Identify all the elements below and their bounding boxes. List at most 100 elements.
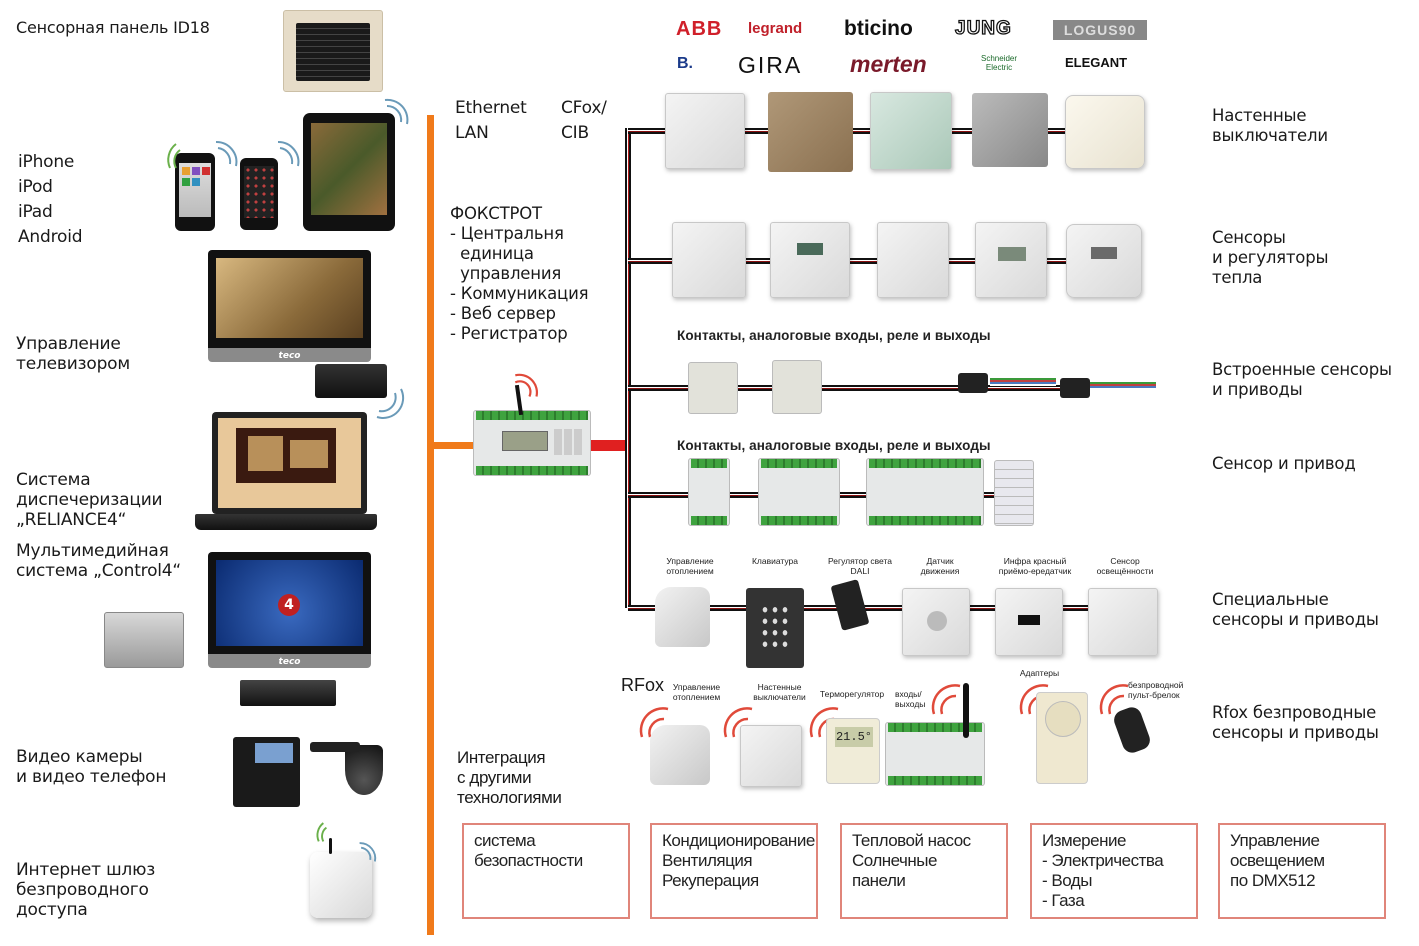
- ipad-image: [303, 113, 395, 231]
- laptop-base: [195, 514, 377, 530]
- label-ethernet: Ethernet LAN: [455, 98, 527, 143]
- wireless-gateway-image: [310, 852, 372, 918]
- rfox-io-antenna: [963, 683, 969, 738]
- special-label-light-sensor: Сенсор освещённости: [1096, 556, 1154, 576]
- wall-switch-1-image: [665, 93, 745, 169]
- set-top-box-image: [315, 364, 387, 398]
- label-mobile-devices: iPhone iPod iPad Android: [18, 152, 83, 247]
- controller-features: - Центральня единица управления - Коммун…: [450, 224, 589, 343]
- sensor-1-image: [672, 222, 746, 298]
- wall-switch-5-image: [1065, 95, 1145, 169]
- tv-image: teco: [208, 250, 371, 362]
- wireless-signal-icon: [376, 388, 405, 419]
- integration-dmx-lighting: Управление освещением по DMX512: [1218, 823, 1386, 919]
- label-internet-gateway: Интернет шлюз безпроводного доступа: [16, 860, 156, 920]
- wireless-signal-icon: [167, 143, 181, 169]
- motion-sensor-image: [902, 588, 970, 656]
- keypad-image: [746, 588, 804, 668]
- integration-security: система безопастности: [462, 823, 630, 919]
- din-module-4-image: [994, 460, 1034, 526]
- rfox-adapter-socket-image: [1036, 692, 1088, 784]
- rfox-label-heating: Управление отоплением: [672, 682, 721, 702]
- ethernet-link-controller: [434, 442, 474, 449]
- rfox-thermostat-image: 21.5°: [826, 718, 880, 784]
- wireless-signal-icon: [215, 140, 238, 167]
- thermostat-2-image: [975, 222, 1047, 298]
- media-player-image: [240, 680, 336, 706]
- category-special-sensors: Специальные сенсоры и приводы: [1212, 590, 1379, 629]
- rfox-heating-actuator-image: [650, 725, 710, 785]
- wall-switch-bus: [628, 128, 1078, 134]
- wireless-signal-icon: [384, 98, 409, 125]
- special-label-dali: Регулятор света DALI: [827, 556, 892, 576]
- category-rfox-sensors: Rfox безпроводные сенсоры и приводы: [1212, 703, 1379, 742]
- category-sensor-actuator: Сенсор и привод: [1212, 454, 1356, 473]
- foxtrot-controller-image: [473, 410, 591, 476]
- camera-mount-image: [310, 742, 360, 752]
- din-module-2-image: [758, 458, 840, 526]
- brand-abb-logo: ABB: [676, 18, 723, 40]
- category-wall-switches: Настенные выключатели: [1212, 106, 1328, 145]
- rfox-label-thermostat: Терморегулятор: [819, 689, 885, 699]
- label-cfox-cib: CFox/ CIB: [561, 98, 607, 143]
- rfox-label-wall-switches: Настенные выключатели: [753, 682, 806, 702]
- module-wires: [990, 378, 1056, 386]
- heat-sensor-bus: [628, 258, 1078, 264]
- av-receiver-image: [104, 612, 184, 668]
- label-control4: Мультимедийная система „Control4“: [16, 541, 182, 581]
- rf-signal-icon: [931, 684, 961, 715]
- rfox-io-module-image: [885, 722, 985, 786]
- ir-transceiver-image: [995, 588, 1063, 656]
- video-phone-image: [233, 737, 300, 807]
- rfox-label-io: входы/ выходы: [895, 689, 926, 709]
- integration-heat-pump: Тепловой насос Солнечные панели: [840, 823, 1008, 919]
- special-label-keypad: Клавиатура: [751, 556, 799, 566]
- wireless-signal-icon: [514, 373, 539, 397]
- module-wires: [1090, 382, 1156, 390]
- sensor-2-image: [877, 222, 949, 298]
- rfox-keyfob-image: [1111, 704, 1153, 756]
- rf-signal-icon: [723, 707, 753, 738]
- brand-elegant-logo: ELEGANT: [1065, 55, 1128, 70]
- brand-schneider-logo: Schneider Electric: [980, 54, 1018, 72]
- wireless-signal-icon: [277, 140, 300, 167]
- label-video-cameras: Видео камеры и видео телефон: [16, 747, 167, 787]
- integration-metering: Измерение - Электричества - Воды - Газа: [1030, 823, 1198, 919]
- label-touch-panel: Сенсорная панель ID18: [16, 18, 210, 37]
- brand-merten-logo: merten: [850, 51, 927, 77]
- brand-berker-logo: B.: [677, 55, 693, 72]
- din-module-3-image: [866, 458, 984, 526]
- inline-module-1-image: [958, 373, 988, 393]
- cib-bus-line: [625, 128, 631, 608]
- built-in-sensor-bus: [628, 385, 1078, 391]
- brand-gira-logo: GIRA: [738, 52, 803, 78]
- rfox-label-keyfob: безпроводной пульт-брелок: [1128, 680, 1184, 700]
- inline-module-2-image: [1060, 378, 1090, 398]
- heating-actuator-image: [655, 587, 710, 647]
- flush-module-1-image: [688, 362, 738, 414]
- special-label-motion: Датчик движения: [920, 556, 960, 576]
- din-module-1-image: [688, 458, 730, 526]
- wireless-signal-icon: [359, 842, 377, 862]
- ipod-image: [240, 158, 278, 230]
- label-rfox: RFox: [621, 675, 665, 695]
- controller-name: ФОКСТРОТ: [450, 204, 542, 223]
- label-integration: Интеграция с другими технологиями: [457, 748, 562, 807]
- category-built-in-sensors: Встроенные сенсоры и приводы: [1212, 360, 1392, 399]
- brand-legrand-logo: legrand: [748, 20, 803, 37]
- contacts-label-2: Контакты, аналоговые входы, реле и выход…: [677, 438, 991, 453]
- dali-dimmer-image: [830, 579, 870, 631]
- contacts-label-1: Контакты, аналоговые входы, реле и выход…: [677, 328, 991, 343]
- wireless-signal-icon: [316, 822, 328, 842]
- category-heat-sensors: Сенсоры и регуляторы тепла: [1212, 228, 1329, 287]
- rf-signal-icon: [639, 707, 669, 738]
- flush-module-2-image: [772, 360, 822, 414]
- integration-hvac: Кондиционирование Вентиляция Рекуперация: [650, 823, 818, 919]
- rf-signal-icon: [1099, 684, 1129, 715]
- wall-switch-2-image: [768, 92, 853, 172]
- ethernet-bus-line: [427, 115, 434, 935]
- rfox-label-adapters: Адаптеры: [1019, 668, 1060, 678]
- wall-switch-4-image: [972, 93, 1048, 167]
- iphone-image: [175, 153, 215, 231]
- ptz-camera-image: [345, 745, 383, 795]
